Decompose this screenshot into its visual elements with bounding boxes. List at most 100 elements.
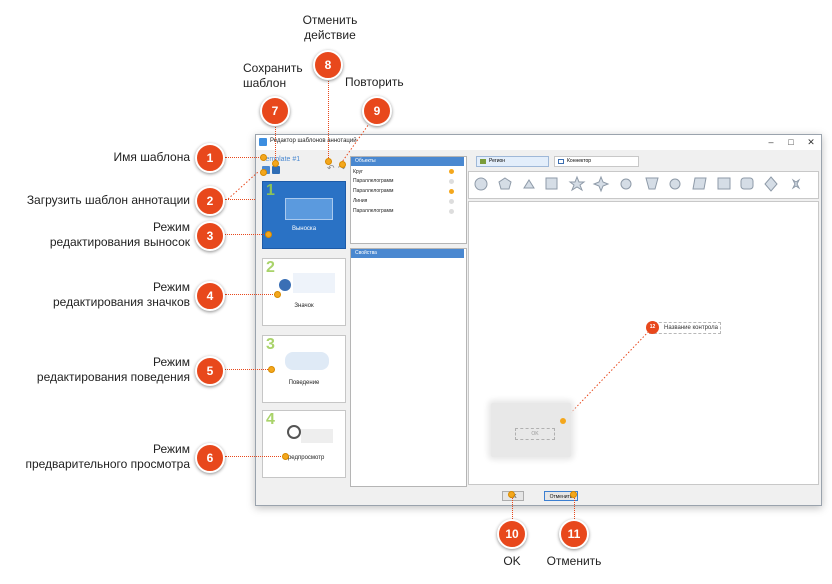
card-label: Значок — [294, 303, 314, 309]
shape-tabs: Регион Коннектор — [468, 153, 819, 169]
redo-icon[interactable]: ↷ — [338, 163, 346, 173]
control-button: OK — [515, 428, 555, 440]
leader-line — [225, 234, 268, 235]
leader-line — [225, 369, 270, 370]
leader-line — [328, 78, 329, 158]
leader-line — [228, 172, 258, 200]
callout-badge-7: 7 — [260, 96, 290, 126]
mode-card-callouts[interactable]: 1 Выноска — [262, 181, 346, 249]
icon-thumbnail — [293, 273, 335, 293]
callout-thumbnail-icon — [285, 198, 333, 220]
cancel-label: Отменить — [546, 554, 602, 568]
ok-label: OK — [503, 554, 521, 568]
design-canvas[interactable]: 12 Название контрола OK — [468, 201, 819, 485]
card-label: Выноска — [291, 226, 317, 232]
mode-card-behavior[interactable]: 3 Поведение — [262, 335, 346, 403]
window-title: Редактор шаблонов аннотаций — [270, 138, 357, 144]
circle-shape-icon — [474, 177, 488, 191]
card-label: Поведение — [288, 380, 320, 386]
minimize-button[interactable]: – — [768, 137, 774, 147]
shape-palette — [474, 175, 801, 193]
region-icon — [480, 159, 486, 164]
callout-badge-5: 5 — [195, 356, 225, 386]
anchor-dot — [268, 366, 275, 373]
magnifier-icon — [287, 425, 301, 439]
leader-line — [275, 122, 276, 162]
leader-line — [225, 456, 281, 457]
callout-badge-11: 11 — [559, 519, 589, 549]
save-template-icon[interactable] — [272, 166, 280, 174]
card-number: 3 — [266, 336, 275, 353]
callout-anchor-dot — [560, 418, 566, 424]
title-bar: Редактор шаблонов аннотаций – □ ✕ — [256, 135, 821, 150]
behavior-mode-label: Режим редактирования поведения — [36, 355, 190, 384]
cancel-button[interactable]: Отменить — [544, 491, 578, 501]
sun-shape-icon — [669, 178, 681, 190]
tab-connector[interactable]: Коннектор — [554, 156, 639, 167]
list-item[interactable]: Параллелограмм — [353, 178, 394, 184]
callout-badge-9: 9 — [362, 96, 392, 126]
mode-card-preview[interactable]: 4 Предпросмотр — [262, 410, 346, 478]
rectangle-shape-icon — [717, 177, 731, 190]
callout-badge-6: 6 — [195, 443, 225, 473]
pentagon-shape-icon — [498, 177, 512, 190]
anchor-dot — [570, 491, 577, 498]
parallelogram-shape-icon — [692, 177, 707, 190]
visibility-toggle-icon[interactable] — [449, 179, 454, 184]
tab-region[interactable]: Регион — [476, 156, 549, 167]
callout-text: Название контрола — [664, 325, 718, 331]
undo-icon[interactable]: ↶ — [327, 163, 335, 173]
app-icon — [259, 138, 267, 146]
behavior-thumbnail-icon — [285, 352, 329, 370]
connector-icon — [558, 159, 564, 164]
triangle-shape-icon — [523, 179, 535, 189]
anchor-dot — [339, 161, 346, 168]
anchor-dot — [272, 160, 279, 167]
anchor-dot — [282, 453, 289, 460]
load-template-label: Загрузить шаблон аннотации — [26, 193, 190, 207]
tab-label: Коннектор — [567, 158, 592, 164]
tab-label: Регион — [489, 158, 506, 164]
card-number: 2 — [266, 259, 275, 276]
undo-label: Отменить действие — [302, 13, 358, 42]
canvas-connector-line — [562, 328, 652, 422]
callout-badge-4: 4 — [195, 281, 225, 311]
anchor-dot — [508, 491, 515, 498]
visibility-toggle-icon[interactable] — [449, 209, 454, 214]
callout-mode-label: Режим редактирования выносок — [49, 220, 190, 249]
leader-line — [341, 114, 377, 163]
callout-badge-8: 8 — [313, 50, 343, 80]
gear-shape-icon — [620, 178, 632, 190]
info-icon — [279, 279, 291, 291]
diamond-shape-icon — [764, 176, 778, 192]
visibility-toggle-icon[interactable] — [449, 199, 454, 204]
square-shape-icon — [545, 177, 558, 190]
properties-panel: Свойства — [350, 248, 467, 487]
template-name[interactable]: Template #1 — [262, 156, 301, 163]
card-number: 1 — [266, 182, 275, 199]
list-item[interactable]: Параллелограмм — [353, 188, 394, 194]
maximize-button[interactable]: □ — [788, 137, 794, 147]
callout-badge-2: 2 — [195, 186, 225, 216]
leader-line — [512, 494, 513, 519]
control-preview[interactable]: OK — [491, 403, 571, 457]
anchor-dot — [325, 158, 332, 165]
callout-badge: 12 — [646, 321, 659, 334]
visibility-toggle-icon[interactable] — [449, 189, 454, 194]
callout-preview[interactable]: 12 — [646, 321, 721, 334]
cross-shape-icon — [791, 178, 801, 190]
close-button[interactable]: ✕ — [807, 137, 815, 147]
trapezoid-shape-icon — [645, 177, 659, 190]
redo-label: Повторить — [345, 75, 404, 89]
callout-badge-1: 1 — [195, 143, 225, 173]
star5-shape-icon — [568, 175, 586, 192]
template-name-label: Имя шаблона — [113, 150, 190, 164]
leader-line — [225, 199, 255, 200]
visibility-toggle-icon[interactable] — [449, 169, 454, 174]
preview-thumbnail — [301, 429, 333, 443]
list-item[interactable]: Параллелограмм — [353, 208, 394, 214]
list-item[interactable]: Круг — [353, 169, 363, 175]
properties-header: Свойства — [351, 249, 464, 258]
list-item[interactable]: Линия — [353, 198, 368, 204]
anchor-dot — [265, 231, 272, 238]
